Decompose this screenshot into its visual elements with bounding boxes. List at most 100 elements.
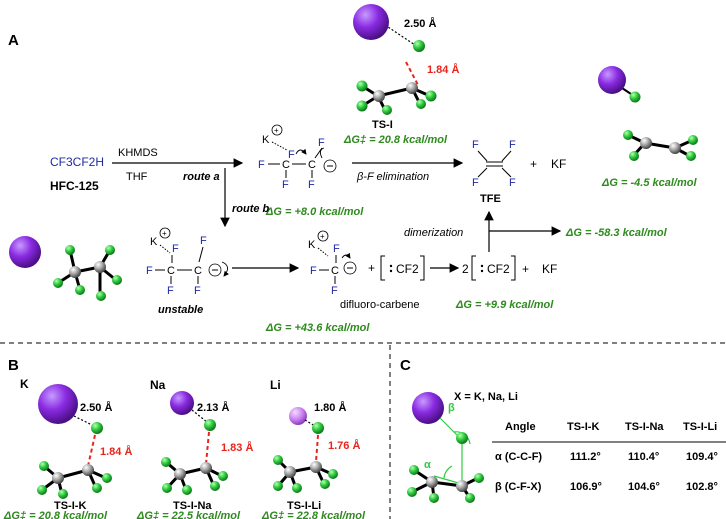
ts-cf-distance: 1.84 Å <box>427 63 459 76</box>
dimer-dg: ΔG = -58.3 kcal/mol <box>565 227 668 239</box>
svg-text:C: C <box>282 159 290 171</box>
svg-text:F: F <box>310 265 317 277</box>
svg-text:F: F <box>200 235 207 247</box>
carbene-dg: ΔG = +9.9 kcal/mol <box>455 299 554 311</box>
metal-li: Li <box>270 378 281 392</box>
reagent: KHMDS <box>118 147 158 159</box>
svg-text:F: F <box>146 265 153 277</box>
svg-text:F: F <box>318 137 325 149</box>
panel-label-c: C <box>400 357 411 374</box>
k-cf-distance: 1.84 Å <box>100 445 132 458</box>
unstable-label: unstable <box>158 304 203 316</box>
svg-text:F: F <box>472 139 479 151</box>
ts-i-li-label: TS-I-Li <box>287 500 321 512</box>
plus-b2: + <box>522 262 529 276</box>
svg-text:K: K <box>308 239 316 251</box>
table-header-k: TS-I-K <box>567 421 599 433</box>
k-atom-sphere <box>353 4 389 40</box>
carbene-1: CF2 <box>396 262 419 276</box>
carbene-bracket-1 <box>380 255 425 281</box>
svg-text:+: + <box>320 232 325 241</box>
svg-text:C: C <box>308 159 316 171</box>
svg-text:F: F <box>258 159 265 171</box>
ts-i-k-label: TS-I-K <box>54 500 86 512</box>
table-row-alpha-k: 111.2° <box>570 451 601 463</box>
carbene-2: CF2 <box>487 262 510 276</box>
svg-text:+: + <box>274 126 279 135</box>
byproduct-b: KF <box>542 262 557 276</box>
svg-text:F: F <box>331 285 338 297</box>
byproduct: KF <box>551 157 566 171</box>
svg-text:C: C <box>167 265 175 277</box>
ts-dg: ΔG‡ = 20.8 kcal/mol <box>343 134 448 146</box>
product-model <box>598 66 698 161</box>
ts-i-k-model <box>37 384 112 499</box>
ts-i-na-label: TS-I-Na <box>173 500 212 512</box>
li-cf-distance: 1.76 Å <box>328 439 360 452</box>
beta-elimination: β-F elimination <box>356 171 429 183</box>
angle-model <box>407 392 484 503</box>
svg-text:F: F <box>282 179 289 191</box>
solvent: THF <box>126 171 148 183</box>
table-row-beta-li: 102.8° <box>686 481 718 493</box>
angle-table: Angle TS-I-K TS-I-Na TS-I-Li α (C-C-F) 1… <box>492 421 726 493</box>
dimerization-label: dimerization <box>404 227 463 239</box>
svg-text:F: F <box>308 179 315 191</box>
table-row-alpha-label: α (C-C-F) <box>495 451 542 463</box>
svg-text:F: F <box>472 177 479 189</box>
ts-i-na-model <box>161 391 228 495</box>
table-header-angle: Angle <box>505 421 536 433</box>
svg-text:F: F <box>509 139 516 151</box>
ts-i-li-dg: ΔG‡ = 22.8 kcal/mol <box>261 510 366 519</box>
svg-text:K: K <box>262 134 270 146</box>
svg-text:+: + <box>162 229 167 238</box>
route-a-dg: ΔG = +8.0 kcal/mol <box>265 206 364 218</box>
svg-text:F: F <box>509 177 516 189</box>
route-b-label: route b <box>232 203 270 215</box>
svg-text:C: C <box>194 265 202 277</box>
k-distance: 2.50 Å <box>80 401 112 414</box>
plus-a: + <box>530 157 537 171</box>
na-distance: 2.13 Å <box>197 401 229 414</box>
route-a-label: route a <box>183 171 220 183</box>
reactant-formula: CF3CF2H <box>50 155 104 169</box>
product-dg: ΔG = -4.5 kcal/mol <box>601 177 697 189</box>
x-definition: X = K, Na, Li <box>454 391 518 403</box>
panel-label-b: B <box>8 357 19 374</box>
metal-na: Na <box>150 378 166 392</box>
beta-symbol: β <box>448 402 455 414</box>
svg-text:F: F <box>288 149 295 161</box>
carbene-bracket-2 <box>471 255 516 281</box>
plus-b1: + <box>368 261 375 275</box>
alpha-symbol: α <box>424 459 431 471</box>
ts-i-model <box>353 4 437 115</box>
reactant-name: HFC-125 <box>50 179 99 193</box>
table-row-beta-na: 104.6° <box>628 481 660 493</box>
svg-text:K: K <box>150 236 158 248</box>
metal-k: K <box>20 377 29 391</box>
svg-text:F: F <box>333 243 340 255</box>
carbene-name: difluoro-carbene <box>340 299 420 311</box>
tfe-structure: F F F F <box>472 139 516 189</box>
route-b-dg: ΔG = +43.6 kcal/mol <box>265 322 370 334</box>
svg-text:C: C <box>331 265 339 277</box>
table-row-alpha-na: 110.4° <box>628 451 659 463</box>
svg-text:F: F <box>194 285 201 297</box>
ts-i-li-model <box>273 407 338 493</box>
product-name: TFE <box>480 193 501 205</box>
svg-text:F: F <box>167 285 174 297</box>
na-cf-distance: 1.83 Å <box>221 441 253 454</box>
carbene-coef: 2 <box>462 262 469 276</box>
panel-label-a: A <box>8 32 19 49</box>
ts-i-k-dg: ΔG‡ = 20.8 kcal/mol <box>3 510 108 519</box>
unstable-model <box>9 236 122 301</box>
table-row-alpha-li: 109.4° <box>686 451 718 463</box>
li-distance: 1.80 Å <box>314 401 346 414</box>
table-row-beta-label: β (C-F-X) <box>495 481 542 493</box>
table-header-li: TS-I-Li <box>683 421 717 433</box>
svg-text:F: F <box>172 243 179 255</box>
ts-i-na-dg: ΔG‡ = 22.5 kcal/mol <box>136 510 241 519</box>
table-header-na: TS-I-Na <box>625 421 664 433</box>
ts-label: TS-I <box>372 119 393 131</box>
